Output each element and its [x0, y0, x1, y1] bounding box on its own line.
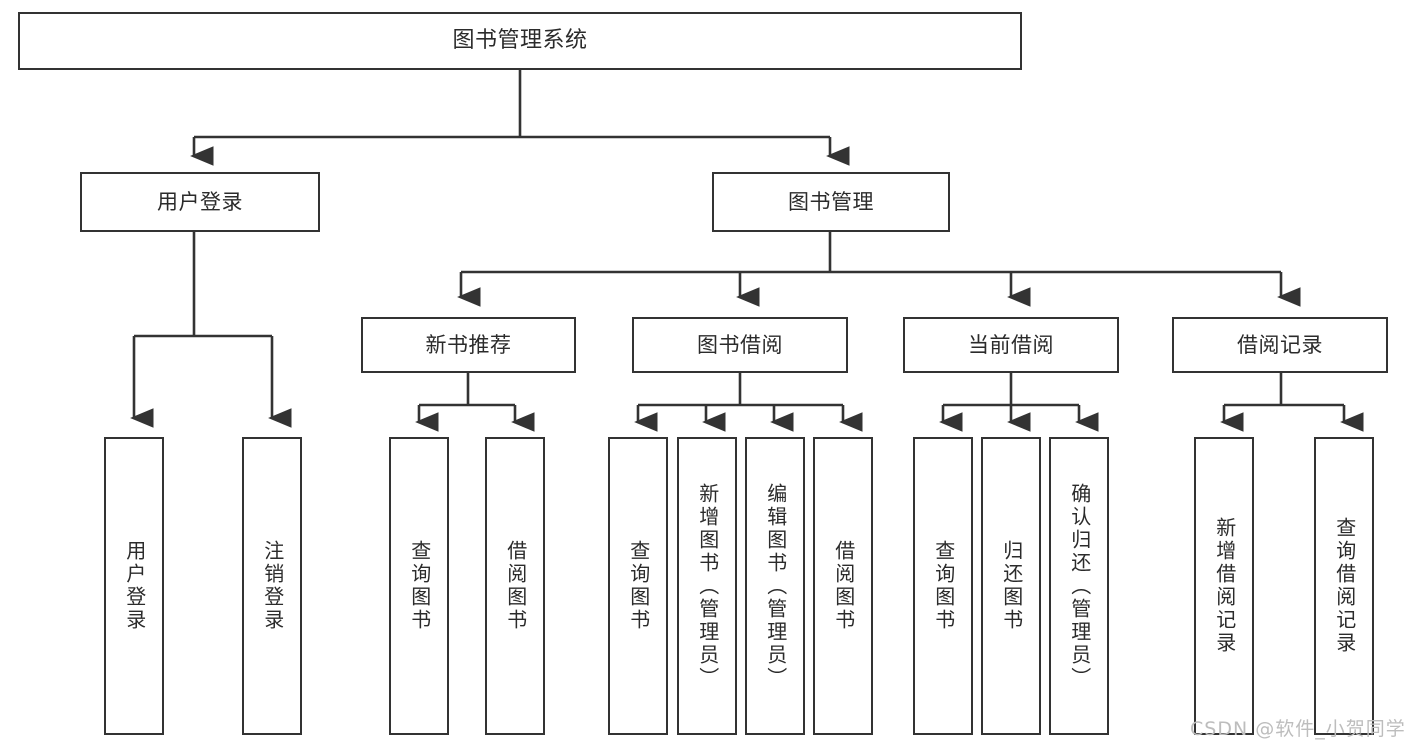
leaf-query-borrow-record[interactable]: 查询借阅记录	[1314, 437, 1374, 735]
node-label: 借阅记录	[1237, 332, 1323, 357]
node-label: 新书推荐	[425, 332, 512, 357]
node-root-system[interactable]: 图书管理系统	[18, 12, 1022, 70]
node-label: 用户登录	[157, 189, 243, 214]
leaf-query-book-current[interactable]: 查询图书	[913, 437, 973, 735]
node-label: 查询图书	[407, 540, 432, 632]
leaf-query-book-borrow[interactable]: 查询图书	[608, 437, 668, 735]
leaf-confirm-return-admin[interactable]: 确认归还（管理员）	[1049, 437, 1109, 735]
node-label: 借阅图书	[503, 540, 528, 632]
node-book-management[interactable]: 图书管理	[712, 172, 950, 232]
watermark-credit: CSDN @软件_小贺同学	[1190, 718, 1405, 740]
node-label: 用户登录	[122, 540, 147, 632]
node-label: 图书借阅	[697, 332, 783, 357]
node-label: 新增图书（管理员）	[695, 482, 720, 690]
node-label: 图书管理系统	[452, 27, 588, 53]
leaf-borrow-book[interactable]: 借阅图书	[813, 437, 873, 735]
leaf-edit-book-admin[interactable]: 编辑图书（管理员）	[745, 437, 805, 735]
leaf-add-borrow-record[interactable]: 新增借阅记录	[1194, 437, 1254, 735]
node-label: 借阅图书	[831, 540, 856, 632]
leaf-logout[interactable]: 注销登录	[242, 437, 302, 735]
node-label: 确认归还（管理员）	[1067, 482, 1092, 690]
node-label: 归还图书	[999, 540, 1024, 632]
node-label: 编辑图书（管理员）	[763, 482, 788, 690]
node-new-book-recommend[interactable]: 新书推荐	[361, 317, 576, 373]
node-label: 注销登录	[260, 540, 285, 632]
node-label: 图书管理	[788, 189, 874, 214]
node-label: 查询图书	[931, 540, 956, 632]
node-user-login[interactable]: 用户登录	[80, 172, 320, 232]
node-label: 查询图书	[626, 540, 651, 632]
leaf-add-book-admin[interactable]: 新增图书（管理员）	[677, 437, 737, 735]
node-label: 查询借阅记录	[1332, 517, 1357, 655]
node-current-borrow[interactable]: 当前借阅	[903, 317, 1119, 373]
leaf-return-book[interactable]: 归还图书	[981, 437, 1041, 735]
leaf-query-book-recommend[interactable]: 查询图书	[389, 437, 449, 735]
node-label: 新增借阅记录	[1212, 517, 1237, 655]
node-book-borrow[interactable]: 图书借阅	[632, 317, 848, 373]
node-borrow-record[interactable]: 借阅记录	[1172, 317, 1388, 373]
leaf-borrow-book-recommend[interactable]: 借阅图书	[485, 437, 545, 735]
node-label: 当前借阅	[968, 332, 1054, 357]
leaf-user-login[interactable]: 用户登录	[104, 437, 164, 735]
